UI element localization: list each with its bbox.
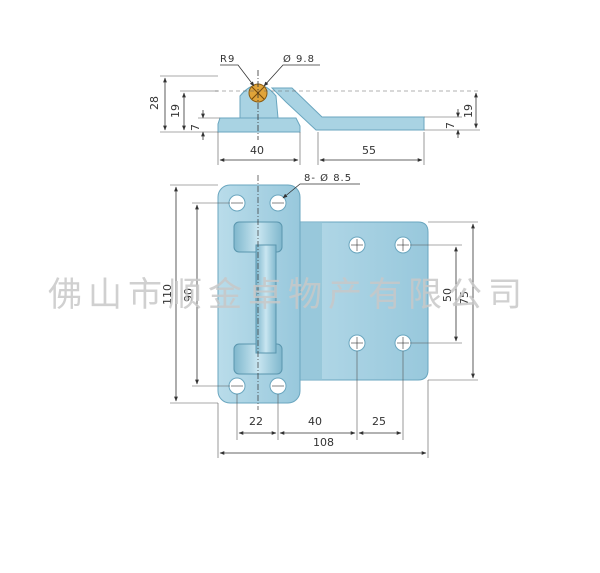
width-22-label: 22: [249, 415, 263, 428]
front-view: 8- Ø 8.5 110 90 50 75 22 40 25: [161, 172, 478, 458]
width-40-label: 40: [250, 144, 264, 157]
watermark-text: 佛山市顺金卓物产有限公司: [48, 275, 528, 315]
height-28-label: 28: [148, 96, 161, 110]
pin-diameter-label: Ø 9.8: [283, 53, 315, 65]
height-110-label: 110: [161, 284, 174, 305]
width-40-label: 40: [308, 415, 322, 428]
top-bent-leaf: [270, 87, 425, 131]
height-7-left-label: 7: [189, 124, 202, 131]
width-55-label: 55: [362, 144, 376, 157]
spacing-75-label: 75: [458, 291, 471, 305]
spacing-50-label: 50: [441, 288, 454, 302]
height-7-right-label: 7: [444, 122, 457, 129]
top-view: R9 Ø 9.8 28 19 7 19 7 40 55: [148, 53, 480, 165]
width-25-label: 25: [372, 415, 386, 428]
hole-label: 8- Ø 8.5: [304, 172, 352, 184]
pin-barrel: [255, 244, 277, 354]
width-108-label: 108: [313, 436, 334, 449]
height-19-left-label: 19: [169, 104, 182, 118]
height-90-label: 90: [182, 288, 195, 302]
height-19-right-label: 19: [462, 104, 475, 118]
radius-label: R9: [220, 54, 235, 65]
top-left-plate: [217, 117, 301, 133]
